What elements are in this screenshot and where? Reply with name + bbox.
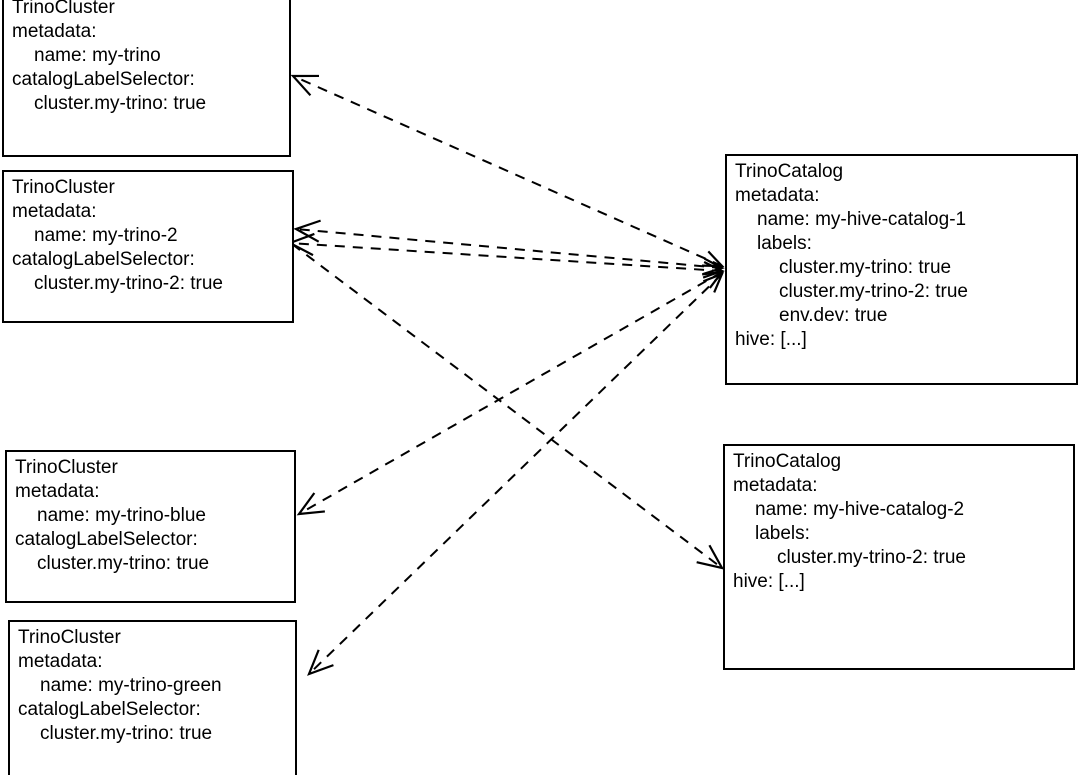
node-yaml-line: name: my-trino	[34, 45, 161, 66]
edge-arrowhead	[307, 649, 334, 676]
node-body: TrinoCluster metadata: name: my-trino-2 cat…	[12, 176, 288, 296]
edge-arrowhead	[293, 219, 321, 243]
node-cluster-my-trino-2[interactable]: TrinoCluster metadata: name: my-trino-2 cat…	[2, 170, 294, 323]
node-yaml-line: metadata:	[733, 475, 818, 496]
edge-line	[298, 271, 723, 515]
node-yaml-line: cluster.my-trino-2: true	[777, 547, 966, 568]
node-cluster-my-trino[interactable]: TrinoCluster metadata: name: my-trino catal…	[2, 0, 291, 157]
node-kind-label: TrinoCluster	[12, 177, 115, 198]
node-yaml-line: catalogLabelSelector:	[12, 249, 195, 270]
node-cluster-my-trino-blue[interactable]: TrinoCluster metadata: name: my-trino-blue…	[5, 450, 296, 603]
node-kind-label: TrinoCatalog	[735, 161, 844, 182]
node-yaml-line: name: my-hive-catalog-1	[757, 209, 967, 230]
node-yaml-line: name: my-trino-blue	[37, 505, 206, 526]
node-yaml-line: metadata:	[18, 651, 103, 672]
node-catalog-my-hive-catalog-1[interactable]: TrinoCatalog metadata: name: my-hive-catal…	[725, 154, 1078, 385]
node-body: TrinoCluster metadata: name: my-trino-blue…	[15, 456, 290, 576]
node-kind-label: TrinoCatalog	[733, 451, 842, 472]
node-yaml-line: hive: [...]	[733, 571, 805, 592]
edge-arrowhead-source	[701, 250, 725, 268]
node-cluster-my-trino-green[interactable]: TrinoCluster metadata: name: my-trino-gree…	[8, 620, 297, 775]
node-body: TrinoCluster metadata: name: my-trino-gree…	[18, 626, 291, 746]
node-yaml-line: name: my-trino-2	[34, 225, 178, 246]
node-body: TrinoCatalog metadata: name: my-hive-catal…	[733, 450, 1069, 594]
edge-my-trino-2-to-catalog2	[291, 243, 725, 570]
node-yaml-line: metadata:	[735, 185, 820, 206]
node-yaml-line: cluster.my-trino: true	[37, 553, 210, 574]
node-yaml-line: cluster.my-trino-2: true	[34, 273, 223, 294]
edge-arrowhead	[296, 492, 325, 516]
node-yaml-line: cluster.my-trino: true	[779, 257, 952, 278]
edge-catalog1-to-my-trino-2-b	[287, 232, 725, 279]
node-kind-label: TrinoCluster	[15, 457, 118, 478]
node-yaml-line: env.dev: true	[779, 305, 888, 326]
edge-catalog1-to-my-trino-2-a	[293, 219, 725, 276]
node-catalog-my-hive-catalog-2[interactable]: TrinoCatalog metadata: name: my-hive-catal…	[723, 444, 1075, 670]
node-body: TrinoCluster metadata: name: my-trino catal…	[12, 0, 285, 116]
node-yaml-line: hive: [...]	[735, 329, 807, 350]
edge-line	[308, 273, 723, 675]
edge-line	[289, 242, 723, 272]
edge-arrowhead-source	[702, 270, 725, 289]
node-yaml-line: cluster.my-trino: true	[34, 93, 207, 114]
node-yaml-line: catalogLabelSelector:	[12, 69, 195, 90]
edge-catalog1-to-my-trino-green	[307, 272, 725, 676]
node-yaml-line: name: my-hive-catalog-2	[755, 499, 965, 520]
node-kind-label: TrinoCluster	[18, 627, 121, 648]
node-yaml-line: cluster.my-trino: true	[40, 723, 213, 744]
edge-line	[292, 75, 723, 267]
node-kind-label: TrinoCluster	[12, 0, 115, 18]
node-yaml-line: metadata:	[12, 21, 97, 42]
node-yaml-line: labels:	[755, 523, 810, 544]
edge-catalog1-to-my-trino	[290, 74, 725, 268]
node-yaml-line: catalogLabelSelector:	[15, 529, 198, 550]
node-yaml-line: cluster.my-trino-2: true	[779, 281, 968, 302]
node-yaml-line: labels:	[757, 233, 812, 254]
edge-arrowhead-source	[702, 272, 725, 293]
node-yaml-line: catalogLabelSelector:	[18, 699, 201, 720]
edge-arrowhead-source	[702, 257, 725, 276]
edge-line	[291, 243, 723, 569]
node-yaml-line: name: my-trino-green	[40, 675, 222, 696]
node-body: TrinoCatalog metadata: name: my-hive-catal…	[735, 160, 1072, 352]
edge-arrowhead	[290, 74, 320, 97]
node-yaml-line: metadata:	[12, 201, 97, 222]
node-yaml-line: metadata:	[15, 481, 100, 502]
edge-catalog1-to-my-trino-blue	[296, 270, 725, 516]
edge-arrowhead	[696, 544, 725, 570]
